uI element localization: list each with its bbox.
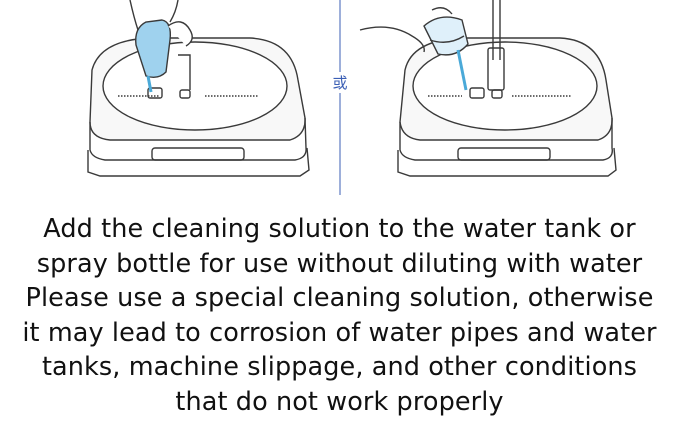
- squeeze-bottle: [129, 0, 193, 93]
- measuring-cup: [359, 7, 469, 91]
- machine-base-left: [87, 37, 310, 177]
- instruction-line: Add the cleaning solution to the water t…: [43, 214, 636, 244]
- machine-base-right: [397, 0, 617, 177]
- instruction-line: Please use a special cleaning solution, …: [25, 283, 654, 314]
- instruction-illustration: [87, 0, 617, 195]
- instruction-line: tanks, machine slippage, and other condi…: [41, 352, 638, 383]
- instruction-line: spray bottle for use without diluting wi…: [36, 248, 643, 279]
- instruction-line: that do not work properly: [175, 386, 504, 417]
- instruction-line: it may lead to corrosion of water pipes …: [22, 317, 657, 348]
- or-separator-label: 或: [329, 72, 351, 93]
- instruction-text: Add the cleaning solution to the water t…: [0, 212, 679, 420]
